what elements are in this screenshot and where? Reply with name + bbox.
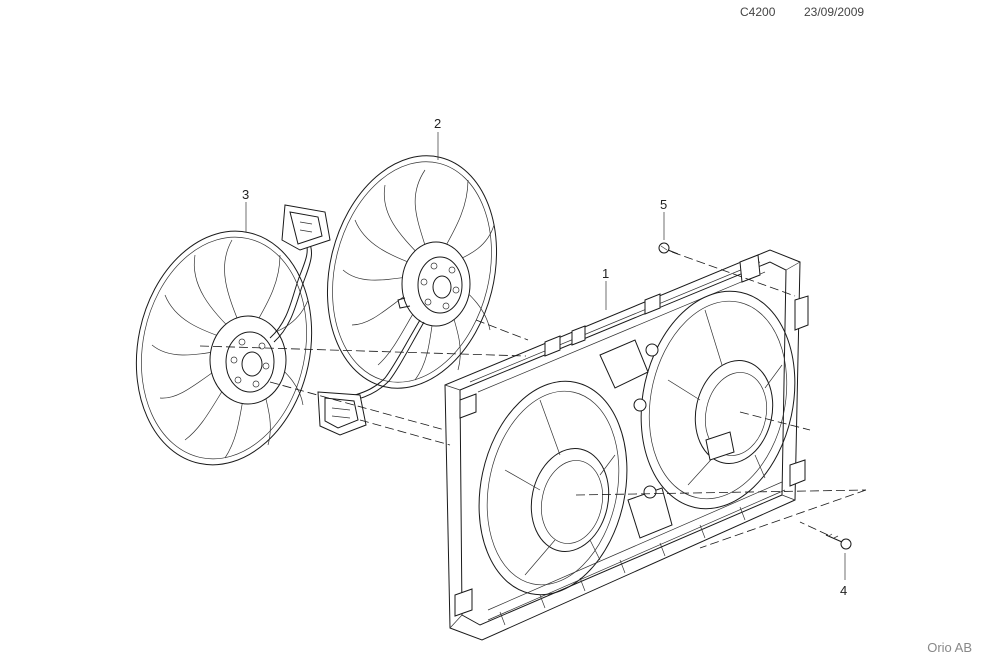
- fan-3-motor: [209, 315, 287, 405]
- assembly-guide-lines: [199, 251, 867, 549]
- fan-3[interactable]: [115, 204, 332, 481]
- diagram-code: C4200: [740, 5, 776, 19]
- callout-2: 2: [434, 116, 441, 131]
- callout-3: 3: [242, 187, 249, 202]
- frame-top-rail: [469, 254, 766, 393]
- screw-4[interactable]: [825, 533, 852, 550]
- right-fan-opening: [640, 290, 796, 510]
- fan-2-motor: [397, 241, 471, 327]
- diagram-date: 23/09/2009: [804, 5, 865, 19]
- frame-bottom-rail: [487, 481, 786, 626]
- fan-3-wiring: [269, 204, 331, 343]
- callout-4: 4: [840, 583, 847, 598]
- callout-5: 5: [660, 197, 667, 212]
- frame-brackets: [454, 295, 809, 617]
- fan-shroud-frame[interactable]: [444, 249, 814, 641]
- callout-leaders: [245, 132, 846, 580]
- fan-2-wiring: [317, 319, 425, 436]
- callout-1: 1: [602, 266, 609, 281]
- brand-footer: Orio AB: [927, 640, 972, 655]
- screw-5[interactable]: [658, 242, 679, 255]
- left-fan-opening: [478, 380, 628, 596]
- fan-2[interactable]: [304, 138, 520, 436]
